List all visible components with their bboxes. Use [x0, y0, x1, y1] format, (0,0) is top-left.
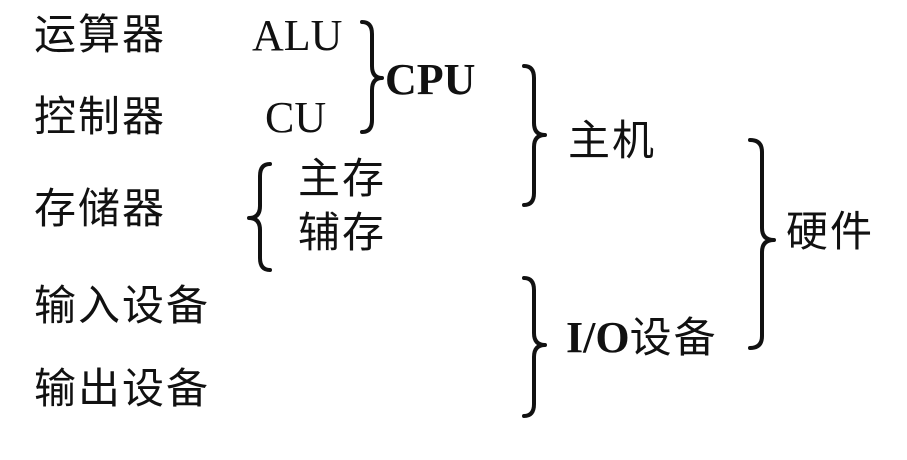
label-cpu: CPU [385, 55, 476, 104]
label-alu-cn: 运算器 [34, 10, 167, 59]
storage-brace [247, 162, 272, 272]
label-output-device: 输出设备 [34, 364, 211, 413]
label-alu: ALU [252, 11, 343, 60]
label-cu: CU [265, 93, 327, 142]
label-control-unit-cn: 控制器 [34, 92, 167, 141]
label-io-devices: I/O设备 [566, 316, 718, 360]
io-brace [522, 276, 547, 418]
label-host: 主机 [568, 116, 657, 165]
label-io-suffix: 设备 [629, 313, 718, 362]
host-brace [522, 64, 547, 207]
label-main-memory: 主存 [298, 154, 387, 203]
label-memory-cn: 存储器 [34, 184, 167, 233]
label-secondary-memory: 辅存 [298, 208, 387, 257]
label-hardware: 硬件 [786, 207, 875, 256]
cpu-brace [360, 20, 384, 134]
label-io-prefix: I/O [566, 313, 630, 362]
hardware-brace [748, 138, 776, 350]
label-input-device: 输入设备 [34, 281, 211, 330]
